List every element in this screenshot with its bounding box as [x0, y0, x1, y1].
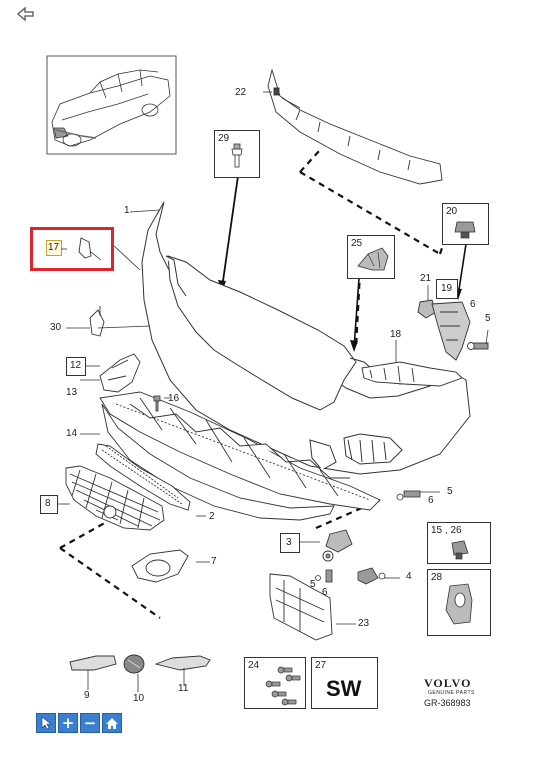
sensor-holder-icon	[445, 583, 473, 625]
push-rivet-icon	[231, 143, 243, 168]
box-24[interactable]: 24	[244, 657, 306, 709]
genuine-parts-text: GENUINE PARTS	[428, 690, 475, 696]
part-9-trim	[69, 655, 117, 671]
part-18-insert	[361, 361, 463, 387]
part-10-tow-cover	[123, 654, 145, 674]
bolt-center	[315, 490, 421, 583]
bolt-right-upper	[467, 342, 489, 350]
callout-14: 14	[66, 428, 78, 439]
callout-8: 8	[45, 498, 51, 509]
pointer-tool-button[interactable]	[36, 713, 56, 733]
box-29[interactable]: 29	[214, 130, 260, 178]
callout-5c: 5	[310, 579, 316, 590]
box-19[interactable]: 19	[436, 279, 458, 299]
callout-20: 20	[446, 206, 458, 217]
box-25[interactable]: 25	[347, 235, 395, 279]
sw-label: SW	[326, 676, 362, 701]
part-3-fog-light	[322, 529, 353, 562]
part-11-trim	[154, 655, 211, 671]
part-17-cover-icon	[61, 237, 102, 261]
callout-6c: 6	[322, 587, 328, 598]
bracket-icon	[357, 247, 389, 271]
callout-17: 17	[48, 242, 60, 253]
callout-25: 25	[351, 238, 363, 249]
volvo-logo-text: VOLVO	[424, 676, 472, 690]
screws-icon	[265, 666, 301, 706]
part-22-absorber	[267, 68, 443, 185]
part-4-bulb	[357, 567, 386, 585]
callout-6a: 6	[470, 299, 476, 310]
box-28[interactable]: 28	[427, 569, 491, 636]
callout-10: 10	[133, 693, 145, 704]
box-8[interactable]: 8	[40, 495, 58, 514]
callout-7: 7	[211, 556, 217, 567]
callout-27: 27	[315, 660, 327, 671]
callout-15-26: 15 , 26	[431, 525, 462, 536]
box-27[interactable]: 27 SW	[311, 657, 378, 709]
callout-22: 22	[235, 87, 247, 98]
back-arrow-icon[interactable]	[16, 6, 36, 22]
callout-9: 9	[84, 690, 90, 701]
part-16-bolt	[153, 395, 161, 412]
part-19-bracket	[431, 301, 471, 361]
callout-1: 1	[124, 205, 130, 216]
part-number: GR-368983	[424, 698, 471, 708]
car-overview-thumbnail	[46, 55, 177, 155]
part-2-spoiler	[101, 403, 335, 521]
box-20[interactable]: 20	[442, 203, 489, 245]
callout-17-box: 17	[46, 240, 62, 256]
callout-5a: 5	[485, 313, 491, 324]
callout-12: 12	[70, 360, 82, 371]
zoom-in-button[interactable]: +	[58, 713, 78, 733]
clip-nut-icon	[454, 221, 476, 239]
callout-11: 11	[178, 683, 189, 694]
callout-19: 19	[441, 283, 453, 294]
callout-30: 30	[50, 322, 62, 333]
highlight-part-17[interactable]: 17	[30, 227, 114, 271]
callout-13: 13	[66, 387, 78, 398]
box-3[interactable]: 3	[280, 533, 300, 553]
callout-5b: 5	[447, 486, 453, 497]
part-21-clip	[417, 299, 437, 319]
callout-28: 28	[431, 572, 443, 583]
callout-3: 3	[286, 537, 292, 548]
part-14-lower-grille-frame	[99, 391, 381, 511]
callout-21: 21	[420, 273, 432, 284]
home-icon	[106, 717, 118, 729]
callout-29: 29	[218, 133, 230, 144]
box-12[interactable]: 12	[66, 357, 86, 376]
box-15-26[interactable]: 15 , 26	[427, 522, 491, 564]
lower-grille-mesh	[95, 443, 191, 511]
part-30-clip	[89, 306, 105, 337]
callout-6b: 6	[428, 495, 434, 506]
zoom-out-button[interactable]: −	[80, 713, 100, 733]
callout-23: 23	[358, 618, 370, 629]
callout-18: 18	[390, 329, 402, 340]
part-13-support	[99, 353, 141, 393]
part-23-plate-holder	[269, 573, 333, 641]
callout-4: 4	[406, 571, 412, 582]
clip-icon	[451, 540, 469, 560]
callout-2: 2	[209, 511, 215, 522]
diagram-toolbar: + −	[36, 713, 122, 733]
home-button[interactable]	[102, 713, 122, 733]
callout-16: 16	[168, 393, 180, 404]
pointer-icon	[41, 716, 52, 730]
part-8-grille	[65, 465, 165, 531]
part-7-fog-cover	[131, 549, 189, 583]
callout-24: 24	[248, 660, 260, 671]
car-sketch	[51, 69, 171, 147]
